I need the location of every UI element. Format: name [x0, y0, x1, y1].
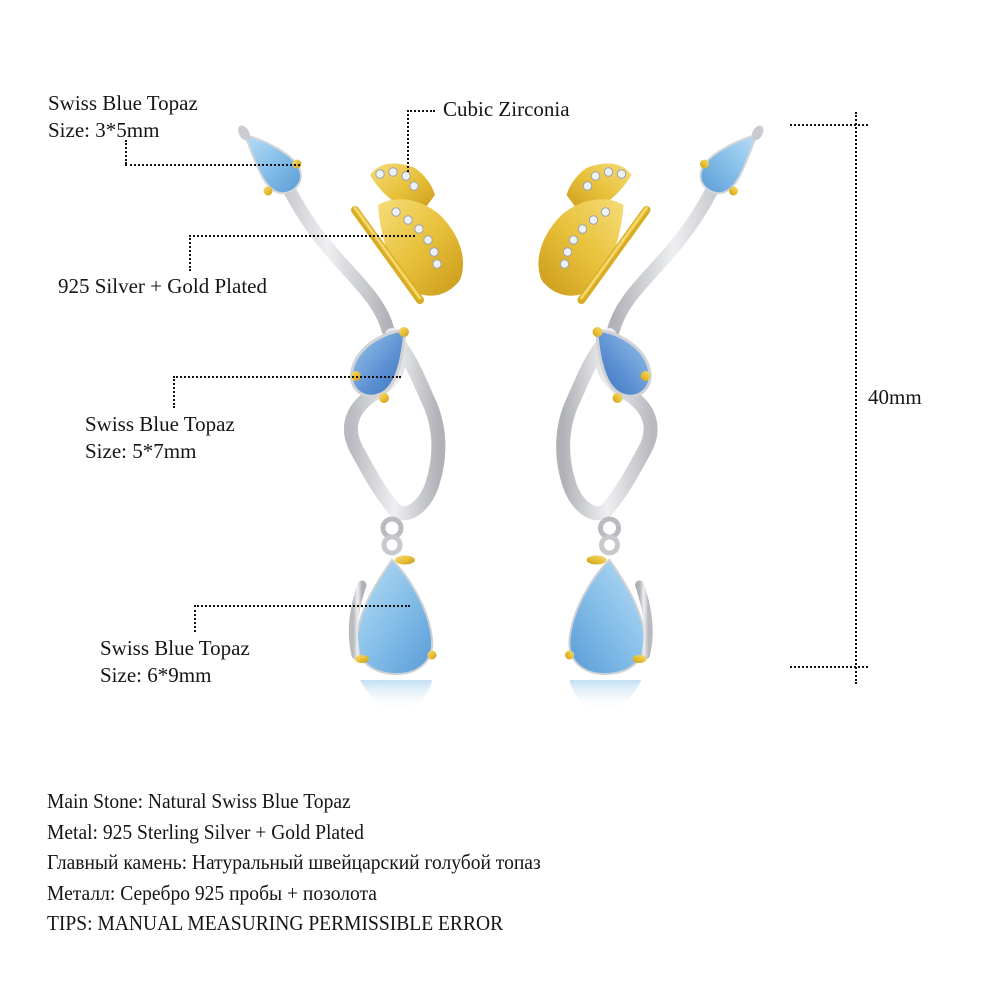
callout-cubic-zirconia: Cubic Zirconia	[443, 96, 570, 123]
callout-large-topaz-title: Swiss Blue Topaz	[100, 636, 250, 660]
dimension-label: 40mm	[868, 385, 922, 409]
callout-line-cz-h	[407, 110, 435, 112]
callout-large-topaz: Swiss Blue Topaz Size: 6*9mm	[100, 635, 250, 689]
callout-metal: 925 Silver + Gold Plated	[58, 273, 267, 300]
callout-line-medium-topaz-h	[173, 376, 401, 378]
product-specs: Main Stone: Natural Swiss Blue Topaz Met…	[47, 786, 578, 939]
callout-line-large-topaz-h	[194, 605, 410, 607]
callout-line-large-topaz-v	[194, 605, 196, 632]
dimension-top-tick	[790, 124, 868, 126]
callout-line-metal-v	[189, 235, 191, 271]
right-butterfly	[538, 163, 651, 304]
callout-small-topaz: Swiss Blue Topaz Size: 3*5mm	[48, 90, 198, 144]
left-earring	[238, 125, 464, 712]
spec-main-stone-ru: Главный камень: Натуральный швейцарский …	[47, 850, 541, 874]
callout-line-small-topaz-h	[125, 164, 300, 166]
callout-line-cz-v	[407, 110, 409, 172]
right-earring	[538, 125, 764, 712]
callout-line-metal-h	[189, 235, 415, 237]
callout-small-topaz-size: Size: 3*5mm	[48, 118, 160, 142]
left-butterfly	[351, 163, 464, 304]
spec-main-stone: Main Stone: Natural Swiss Blue Topaz	[47, 789, 351, 813]
callout-medium-topaz-title: Swiss Blue Topaz	[85, 412, 235, 436]
callout-metal-title: 925 Silver + Gold Plated	[58, 274, 267, 298]
callout-cz-title: Cubic Zirconia	[443, 97, 570, 121]
callout-line-small-topaz-v	[125, 140, 127, 164]
dimension-line	[855, 112, 857, 684]
callout-large-topaz-size: Size: 6*9mm	[100, 663, 212, 687]
spec-tips: TIPS: MANUAL MEASURING PERMISSIBLE ERROR	[47, 911, 504, 935]
dimension-bottom-tick	[790, 666, 868, 668]
callout-medium-topaz: Swiss Blue Topaz Size: 5*7mm	[85, 411, 235, 465]
callout-line-medium-topaz-v	[173, 376, 175, 408]
callout-small-topaz-title: Swiss Blue Topaz	[48, 91, 198, 115]
callout-medium-topaz-size: Size: 5*7mm	[85, 439, 197, 463]
spec-metal: Metal: 925 Sterling Silver + Gold Plated	[47, 819, 364, 844]
spec-metal-ru: Металл: Серебро 925 пробы + позолота	[47, 880, 377, 905]
